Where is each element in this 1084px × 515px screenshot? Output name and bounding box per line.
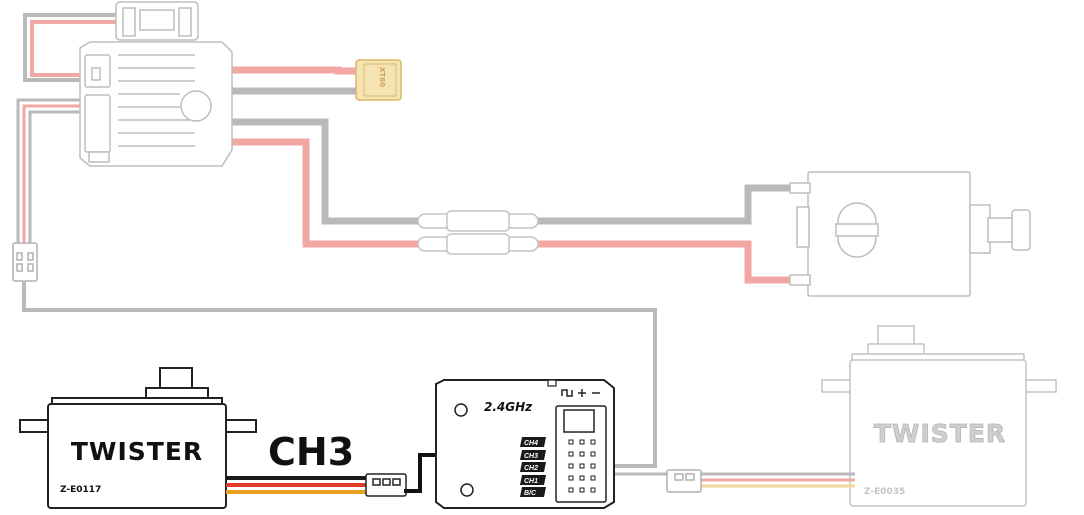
mount-hole-top [454, 403, 468, 417]
switch-wires [23, 13, 120, 82]
channel-label-ch3: CH3 [524, 453, 538, 460]
channel-labels: CH4 CH3 CH2 CH1 B/C [520, 437, 546, 497]
servo-right-model: Z-E0035 [864, 487, 905, 497]
servo-left-wires [226, 476, 368, 494]
esc-signal-wire [16, 98, 657, 468]
servo-right-plug [666, 469, 702, 493]
esc-battery-wires [230, 66, 358, 95]
esc-switch [115, 1, 199, 41]
receiver: 2.4GHz CH4 CH3 CH2 [435, 379, 615, 509]
channel-label-ch1: CH1 [524, 478, 538, 485]
servo-right-wires [610, 472, 855, 488]
esc-servo-plug [12, 242, 38, 282]
esc-body [79, 41, 233, 167]
servo-left-model: Z-E0117 [60, 485, 101, 495]
motor-red-wire [230, 138, 420, 248]
motor-black-wire-2 [536, 184, 800, 225]
motor [789, 171, 1031, 297]
receiver-frequency: 2.4GHz [484, 400, 533, 414]
esc-motor-wires [230, 118, 800, 284]
servo-right-brand: TWISTER [874, 419, 1006, 448]
servo-left: TWISTER Z-E0117 [19, 367, 257, 509]
motor-black-wire [230, 118, 420, 225]
channel-label-ch4: CH4 [524, 440, 538, 447]
xt60-connector: XT60 [355, 59, 402, 101]
receiver-pins [568, 439, 596, 493]
servo-left-brand: TWISTER [71, 437, 203, 466]
servo-right: TWISTER Z-E0035 [821, 325, 1057, 507]
ch3-callout: CH3 [268, 430, 354, 474]
battery-red-wire [230, 66, 358, 75]
xt60-label: XT60 [378, 67, 386, 87]
pulse-icon [561, 389, 573, 397]
bullet-connectors [417, 210, 539, 255]
mount-hole-bottom [460, 483, 474, 497]
servo-left-plug [365, 473, 407, 497]
plus-icon [578, 389, 586, 397]
motor-red-wire-2 [536, 240, 800, 284]
channel-label-ch2: CH2 [524, 465, 538, 472]
channel-label-bc: B/C [524, 490, 537, 497]
